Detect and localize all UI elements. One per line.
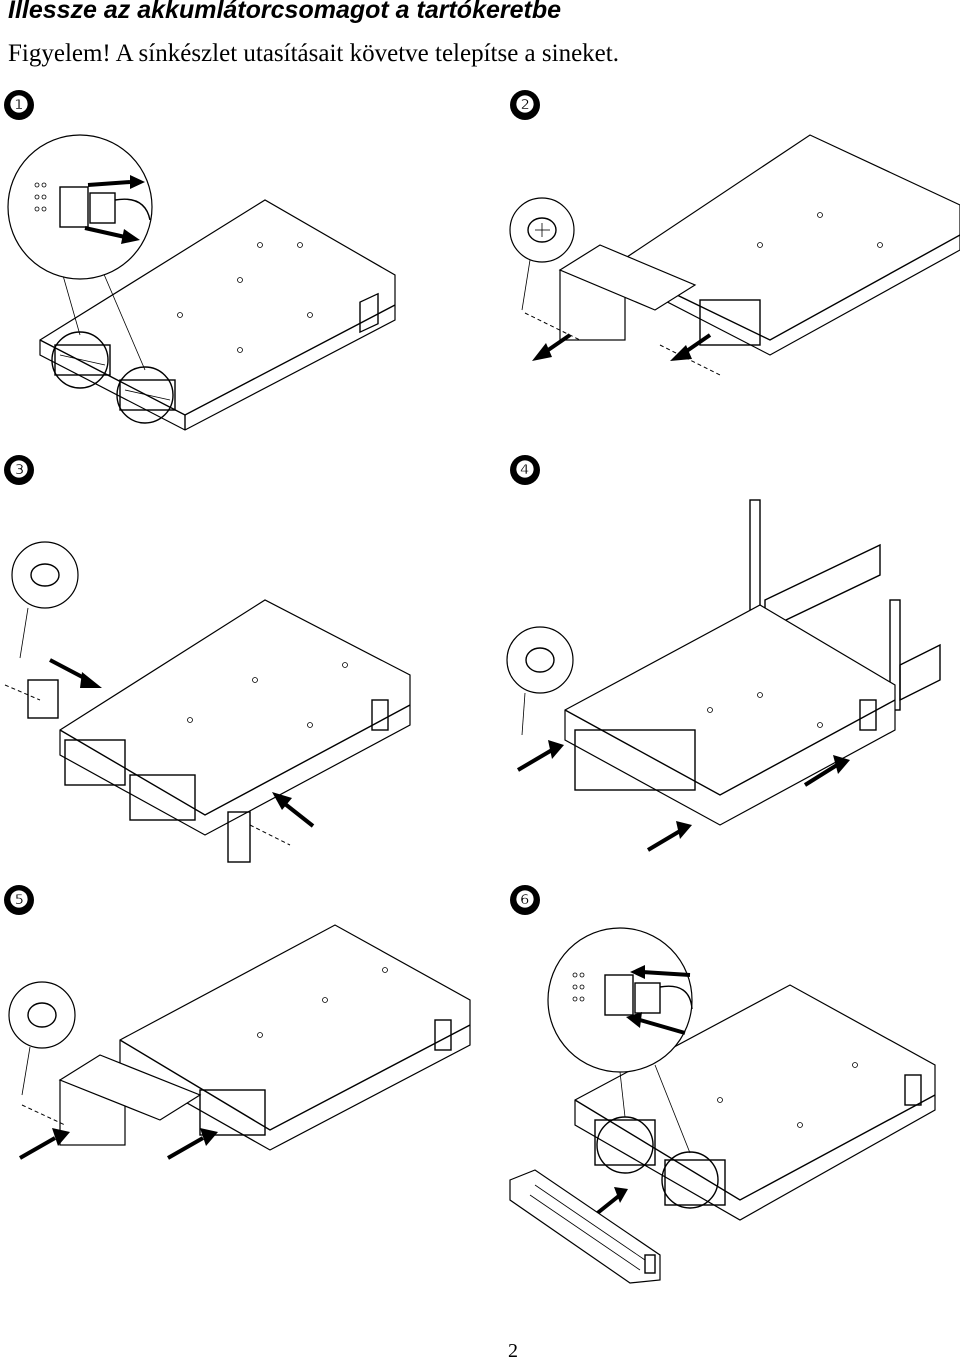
step-3-illustration	[0, 540, 480, 870]
page-title: Illessze az akkumlátorcsomagot a tartóke…	[8, 0, 562, 24]
arrow-icon	[19, 1128, 218, 1160]
step-5-illustration	[0, 920, 480, 1170]
step-6-badge: ❻	[510, 885, 540, 915]
step-4-badge: ❹	[510, 455, 540, 485]
connector-icon	[572, 972, 693, 1016]
arrow-icon	[49, 658, 315, 828]
front-bezel	[509, 1169, 661, 1284]
detail-circle	[116, 366, 174, 424]
step-4-illustration	[480, 495, 960, 865]
step-2-badge: ❷	[510, 90, 540, 120]
step-2-illustration	[480, 125, 960, 385]
warning-text: Figyelem! A sínkészlet utasításait követ…	[8, 40, 619, 67]
connector-icon	[34, 182, 151, 228]
step-6-illustration	[480, 925, 960, 1285]
screw-icon	[11, 541, 79, 609]
mounting-bracket	[27, 679, 59, 719]
arrow-icon	[593, 965, 691, 1217]
arrow-icon	[532, 333, 712, 361]
step-1-illustration	[0, 125, 480, 455]
arrow-icon	[84, 175, 145, 244]
step-5-badge: ❺	[4, 885, 34, 915]
page-number: 2	[508, 1340, 518, 1362]
arrow-icon	[516, 740, 850, 852]
mounting-bracket	[227, 811, 251, 863]
screw-icon	[506, 626, 574, 694]
step-3-badge: ❸	[4, 455, 34, 485]
zoom-detail-circle	[7, 134, 153, 280]
rack-rail	[749, 499, 761, 611]
detail-circle	[51, 331, 109, 389]
step-1-badge: ❶	[4, 90, 34, 120]
zoom-detail-circle	[547, 927, 693, 1073]
screw-icon	[8, 981, 76, 1049]
